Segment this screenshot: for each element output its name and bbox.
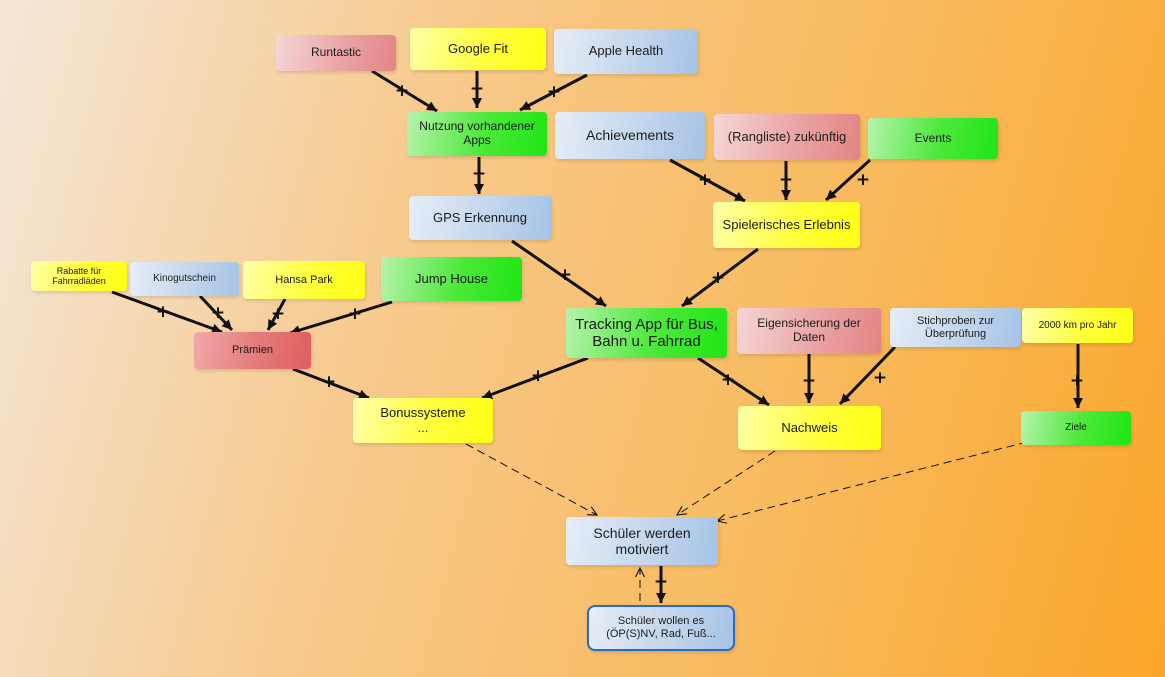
node-gps: GPS Erkennung bbox=[409, 196, 551, 240]
edge-gps-to-tracking bbox=[511, 239, 607, 308]
edge-label-runtastic-to-nutzung: + bbox=[394, 80, 410, 101]
node-runtastic: Runtastic bbox=[276, 35, 396, 71]
node-googlefit: Google Fit bbox=[410, 28, 546, 70]
edge-events-to-spielerisch bbox=[824, 158, 872, 202]
edge-runtastic-to-nutzung bbox=[371, 69, 438, 113]
edge-label-rangliste-to-spielerisch: + bbox=[778, 169, 794, 190]
edge-label-googlefit-to-nutzung: + bbox=[469, 78, 485, 99]
node-schueler: Schüler werden motiviert bbox=[566, 517, 718, 565]
node-tracking: Tracking App für Bus, Bahn u. Fahrrad bbox=[566, 308, 727, 358]
edge-jump-to-praemien bbox=[289, 300, 393, 335]
edge-label-rabatte-to-praemien: + bbox=[155, 301, 171, 322]
node-applehealth: Apple Health bbox=[554, 29, 698, 74]
edge-label-achievements-to-spielerisch: + bbox=[697, 169, 713, 190]
node-achievements: Achievements bbox=[555, 112, 705, 159]
edge-bonus-to-schueler bbox=[465, 443, 599, 516]
edge-tracking-to-nachweis bbox=[697, 356, 770, 407]
node-events: Events bbox=[868, 118, 998, 159]
edge-label-stich-to-nachweis: + bbox=[872, 367, 888, 388]
edge-label-schueler-to-wollen: + bbox=[653, 571, 669, 592]
node-rangliste: (Rangliste) zukünftig bbox=[714, 114, 860, 160]
node-bonus: Bonussysteme ... bbox=[353, 398, 493, 443]
node-nutzung: Nutzung vorhandener Apps bbox=[407, 112, 547, 156]
node-ziele: Ziele bbox=[1021, 411, 1131, 445]
node-spielerisch: Spielerisches Erlebnis bbox=[713, 202, 860, 248]
edge-spielerisch-to-tracking bbox=[681, 247, 759, 308]
node-praemien: Prämien bbox=[194, 332, 311, 369]
node-jump: Jump House bbox=[381, 257, 522, 301]
node-nachweis: Nachweis bbox=[738, 406, 881, 450]
edge-label-km-to-ziele: + bbox=[1069, 370, 1085, 391]
edge-label-praemien-to-bonus: + bbox=[321, 371, 337, 392]
edge-stich-to-nachweis bbox=[838, 345, 897, 406]
edge-label-jump-to-praemien: + bbox=[347, 303, 363, 324]
edge-tracking-to-bonus bbox=[481, 356, 589, 400]
edge-label-tracking-to-bonus: + bbox=[530, 365, 546, 386]
edge-hansa-to-praemien bbox=[266, 298, 287, 331]
edge-label-nutzung-to-gps: + bbox=[471, 163, 487, 184]
node-kino: Kinogutschein bbox=[130, 262, 239, 296]
edge-applehealth-to-nutzung bbox=[519, 73, 588, 112]
edge-label-tracking-to-nachweis: + bbox=[720, 369, 736, 390]
node-eigen: Eigensicherung der Daten bbox=[737, 308, 881, 354]
edge-rabatte-to-praemien bbox=[111, 290, 223, 334]
node-km: 2000 km pro Jahr bbox=[1022, 308, 1133, 343]
edge-label-kino-to-praemien: + bbox=[210, 302, 226, 323]
edge-label-hansa-to-praemien: + bbox=[270, 303, 286, 324]
edge-praemien-to-bonus bbox=[292, 367, 370, 400]
edge-nachweis-to-schueler bbox=[675, 450, 776, 516]
edge-label-applehealth-to-nutzung: + bbox=[546, 81, 562, 102]
node-rabatte: Rabatte für Fahrradläden bbox=[31, 261, 127, 291]
node-wollen: Schüler wollen es (ÖP(S)NV, Rad, Fuß... bbox=[587, 605, 735, 651]
edge-label-eigen-to-nachweis: + bbox=[801, 370, 817, 391]
edge-ziele-to-schueler bbox=[715, 441, 1028, 524]
node-hansa: Hansa Park bbox=[243, 261, 365, 299]
edge-kino-to-praemien bbox=[198, 294, 234, 332]
edge-label-gps-to-tracking: + bbox=[557, 264, 573, 285]
node-stich: Stichproben zur Überprüfung bbox=[890, 308, 1021, 347]
edge-achievements-to-spielerisch bbox=[669, 158, 746, 203]
edge-label-events-to-spielerisch: + bbox=[855, 169, 871, 190]
edge-label-spielerisch-to-tracking: + bbox=[710, 267, 726, 288]
